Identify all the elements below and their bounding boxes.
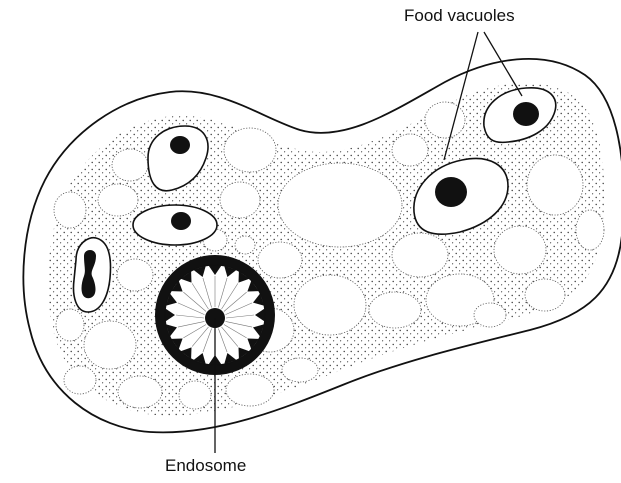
food-particle <box>513 102 539 126</box>
food-particle <box>435 177 467 207</box>
food-vacuoles-label: Food vacuoles <box>404 6 515 26</box>
food-vacuole <box>133 205 217 245</box>
food-particle <box>171 212 191 230</box>
food-particle <box>170 136 190 154</box>
endosome-label: Endosome <box>165 456 246 476</box>
